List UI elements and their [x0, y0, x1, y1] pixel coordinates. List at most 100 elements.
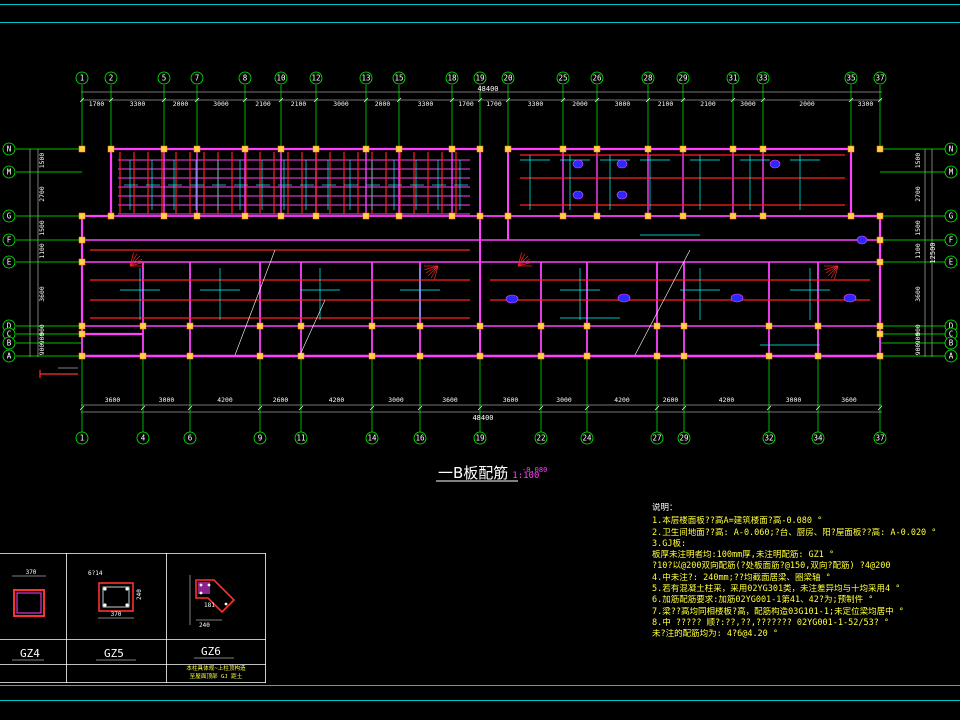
column-marker — [448, 145, 456, 153]
dimension-tick — [584, 405, 590, 411]
column-marker — [876, 330, 884, 338]
axis-bubble-label: 14 — [367, 434, 377, 443]
column-marker — [241, 145, 249, 153]
axis-bubble: 29 — [677, 431, 691, 445]
dimension-value: 1700 — [89, 100, 105, 108]
column-marker — [847, 145, 855, 153]
column-marker — [416, 352, 424, 360]
column-marker — [193, 212, 201, 220]
dimension-value: 3300 — [528, 100, 544, 108]
column-marker — [729, 212, 737, 220]
axis-bubble-label: 9 — [258, 434, 263, 443]
dimension-value: 3600 — [38, 286, 46, 302]
column-marker — [78, 236, 86, 244]
axis-bubble: 10 — [274, 71, 288, 85]
note-line: 8.中 ????? 顺?:??,??,??????? 02YG001-1-52/… — [652, 617, 890, 628]
column-marker — [593, 212, 601, 220]
axis-bubble: 24 — [580, 431, 594, 445]
axis-bubble-label: 33 — [758, 74, 767, 83]
dimension-value: 2600 — [273, 396, 289, 404]
axis-bubble-label: 29 — [678, 74, 687, 83]
dimension-value: 3600 — [503, 396, 519, 404]
column-marker — [559, 212, 567, 220]
dimension-value: 1100 — [38, 243, 46, 259]
axis-bubble-label: 27 — [652, 434, 661, 443]
column-marker — [814, 322, 822, 330]
axis-bubble: 9 — [253, 431, 267, 445]
axis-bubble-label: F — [949, 236, 954, 245]
gz5-label: GZ5 — [104, 647, 124, 660]
axis-bubble-label: 18 — [447, 74, 457, 83]
dimension-value: 3000 — [740, 100, 756, 108]
stair-arc — [129, 252, 144, 267]
axis-bubble-label: 1 — [80, 434, 85, 443]
axis-bubble: 19 — [473, 431, 487, 445]
axis-bubble-label: N — [7, 145, 12, 154]
axis-bubble-label: E — [7, 258, 12, 267]
dimension-value: 2100 — [291, 100, 307, 108]
gz5-dim-370: 370 — [111, 611, 122, 618]
dimension-value: 2000 — [375, 100, 391, 108]
column-marker — [193, 145, 201, 153]
dimension-tick — [877, 405, 883, 411]
gz6-label: GZ6 — [201, 645, 221, 658]
axis-bubble: E — [2, 255, 16, 269]
column-marker — [78, 322, 86, 330]
dimension-value: 1500 — [914, 220, 922, 236]
dimension-tick — [108, 97, 114, 103]
dimension-value: 1500 — [914, 153, 922, 169]
dimension-value: 2700 — [38, 186, 46, 202]
dimension-tick — [848, 97, 854, 103]
column-marker — [139, 352, 147, 360]
dimension-tick — [681, 405, 687, 411]
axis-bubble-label: 28 — [643, 74, 653, 83]
dimension-tick — [79, 405, 85, 411]
axis-bubble: 11 — [294, 431, 308, 445]
axis-bubble: 34 — [811, 431, 825, 445]
column-marker — [362, 212, 370, 220]
axis-bubble: B — [2, 336, 16, 350]
note-line: 6.加筋配筋要求:加筋02YG001-1第41、42?为;预制件 ° — [652, 595, 874, 606]
column-marker — [593, 145, 601, 153]
column-marker — [395, 145, 403, 153]
gz6-dim-240: 240 — [199, 622, 210, 629]
note-line: ?10?以@200双向配筋(?处板面筋?@150,双向?配筋) ?4@200 — [652, 561, 891, 572]
dimension-tick — [877, 97, 883, 103]
dimension-tick — [242, 97, 248, 103]
dimension-value: 900 — [914, 324, 922, 336]
stairs — [129, 249, 839, 356]
column-marker — [448, 212, 456, 220]
dimension-tick — [538, 405, 544, 411]
dimension-value: 1700 — [486, 100, 502, 108]
axis-bubble-label: 15 — [394, 74, 403, 83]
dimension-value: 3000 — [213, 100, 229, 108]
axis-bubble: A — [2, 349, 16, 363]
dimension-value: 3600 — [841, 396, 857, 404]
axis-bubble-label: 12 — [311, 74, 320, 83]
column-marker — [583, 322, 591, 330]
axis-bubble: 28 — [641, 71, 655, 85]
column-marker — [847, 212, 855, 220]
axis-bubble: 6 — [183, 431, 197, 445]
note-line: 3.GJ板: — [652, 538, 687, 549]
note-line: 4.中未注?: 240mm;??均截面居梁、圈梁轴 ° — [652, 572, 831, 583]
column-marker — [537, 352, 545, 360]
column-marker — [256, 322, 264, 330]
dimension-value: 4200 — [329, 396, 345, 404]
dimension-tick — [560, 97, 566, 103]
dimension-value: 3000 — [159, 396, 175, 404]
dimension-value: 1500 — [38, 153, 46, 169]
axis-bubble-label: B — [949, 339, 954, 348]
axis-bubble: F — [944, 233, 958, 247]
stair-arc — [424, 265, 439, 280]
axis-bubble: 26 — [590, 71, 604, 85]
drawing-title: 一B板配筋 — [438, 464, 509, 482]
dimension-tick — [161, 97, 167, 103]
axis-bubble: 37 — [873, 431, 887, 445]
column-marker — [107, 212, 115, 220]
axis-bubble: F — [2, 233, 16, 247]
dimension-value: 2700 — [914, 186, 922, 202]
dimension-tick — [313, 97, 319, 103]
column-marker — [653, 352, 661, 360]
